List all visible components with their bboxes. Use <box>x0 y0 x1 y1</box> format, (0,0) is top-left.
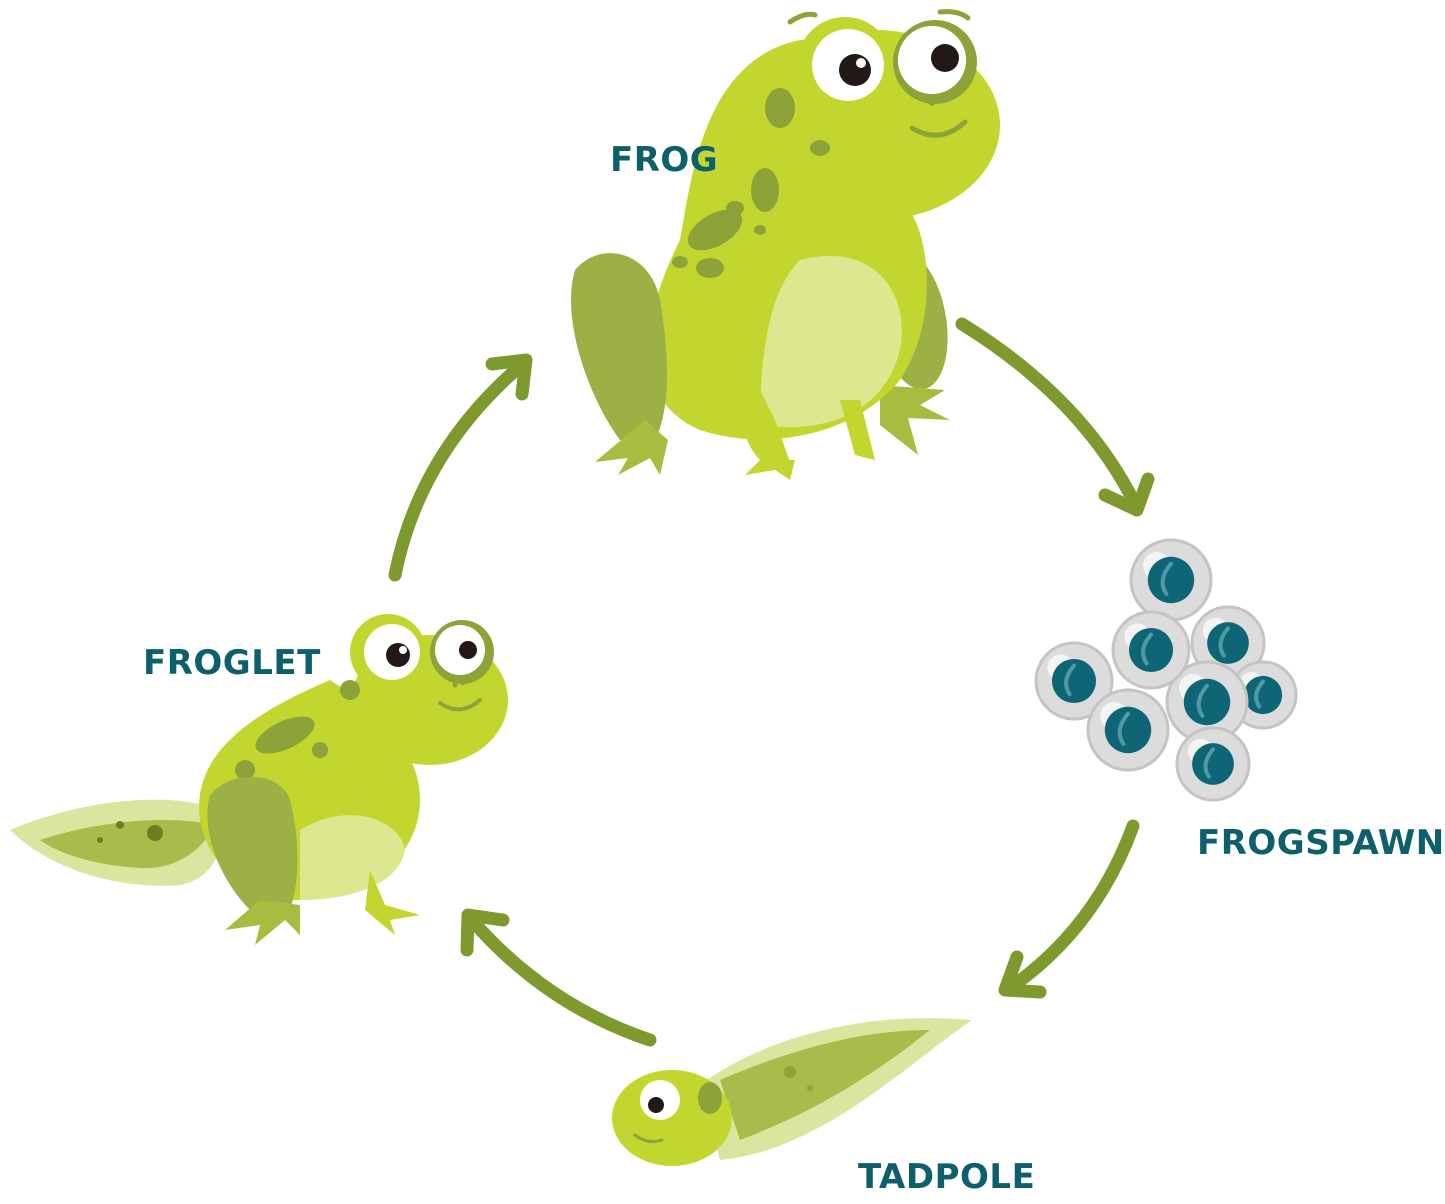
arrow-tadpole-to-froglet <box>467 915 650 1040</box>
tadpole-illustration <box>612 1018 972 1166</box>
arrow-frog-to-frogspawn <box>962 324 1148 510</box>
frogspawn-illustration <box>1036 540 1296 800</box>
stage-label-tadpole: TADPOLE <box>858 1160 1035 1194</box>
arrow-froglet-to-frog <box>395 360 526 575</box>
arrow-frogspawn-to-tadpole <box>1005 826 1133 992</box>
stage-label-froglet: FROGLET <box>143 646 321 680</box>
stage-label-frog: FROG <box>610 143 718 177</box>
frog-illustration <box>571 12 1000 480</box>
stage-label-frogspawn: FROGSPAWN <box>1197 826 1445 860</box>
